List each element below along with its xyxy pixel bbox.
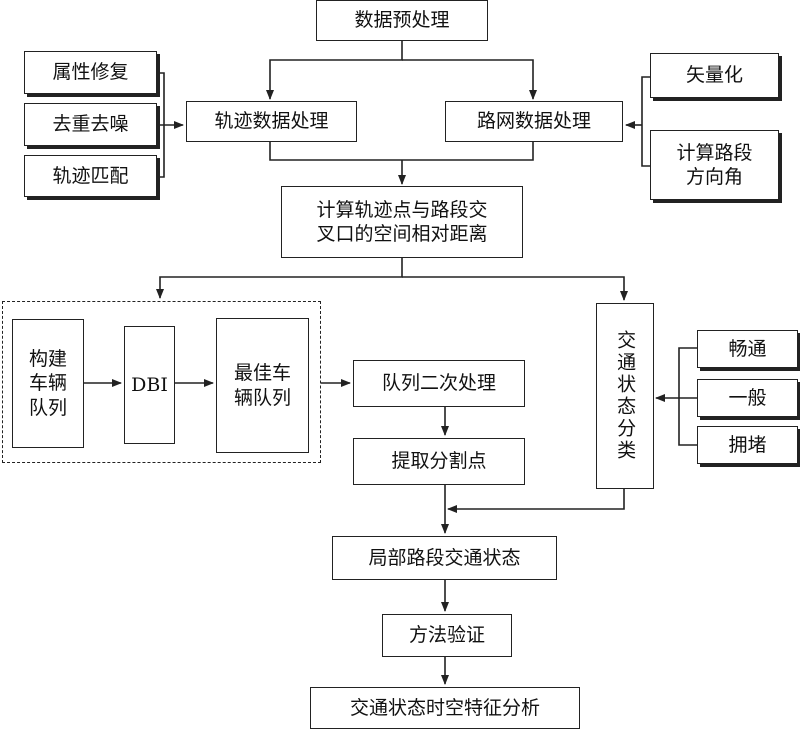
node-compute-distance: 计算轨迹点与路段交 叉口的空间相对距离 — [281, 186, 523, 258]
node-traj-process: 轨迹数据处理 — [186, 101, 357, 142]
queue-group-frame — [2, 301, 321, 463]
node-congested: 拥堵 — [697, 426, 798, 464]
edge-compute-to-classify — [402, 276, 628, 301]
node-dedup: 去重去噪 — [24, 103, 157, 146]
node-normal: 一般 — [697, 379, 798, 417]
node-traffic-classify: 交通状态分类 — [596, 303, 654, 489]
node-smooth: 畅通 — [697, 330, 798, 368]
node-validation: 方法验证 — [382, 614, 512, 657]
node-build-queue: 构建 车辆 队列 — [12, 319, 84, 448]
node-attr-repair: 属性修复 — [24, 51, 157, 94]
node-road-process: 路网数据处理 — [445, 101, 623, 142]
edge-class-bracket — [678, 347, 697, 446]
edge-compute-split — [156, 258, 403, 299]
node-best-queue: 最佳车 辆队列 — [216, 318, 309, 453]
edge-preprocess-to-traj — [266, 41, 403, 100]
edge-right-bracket — [641, 76, 650, 167]
node-direction: 计算路段 方向角 — [650, 130, 779, 200]
edge-merge-to-compute — [269, 142, 534, 184]
node-dbi: DBI — [124, 326, 175, 444]
edge-preprocess-to-road — [402, 59, 537, 100]
node-local-state: 局部路段交通状态 — [332, 536, 557, 580]
node-traj-match: 轨迹匹配 — [24, 155, 157, 197]
node-preprocess: 数据预处理 — [316, 0, 488, 41]
edge-left-bracket — [157, 72, 165, 178]
edge-classify-merge — [447, 489, 625, 513]
node-analysis: 交通状态时空特征分析 — [310, 687, 580, 729]
node-extract-split: 提取分割点 — [353, 438, 525, 485]
node-secondary-process: 队列二次处理 — [353, 360, 525, 407]
node-vectorize: 矢量化 — [650, 53, 779, 98]
